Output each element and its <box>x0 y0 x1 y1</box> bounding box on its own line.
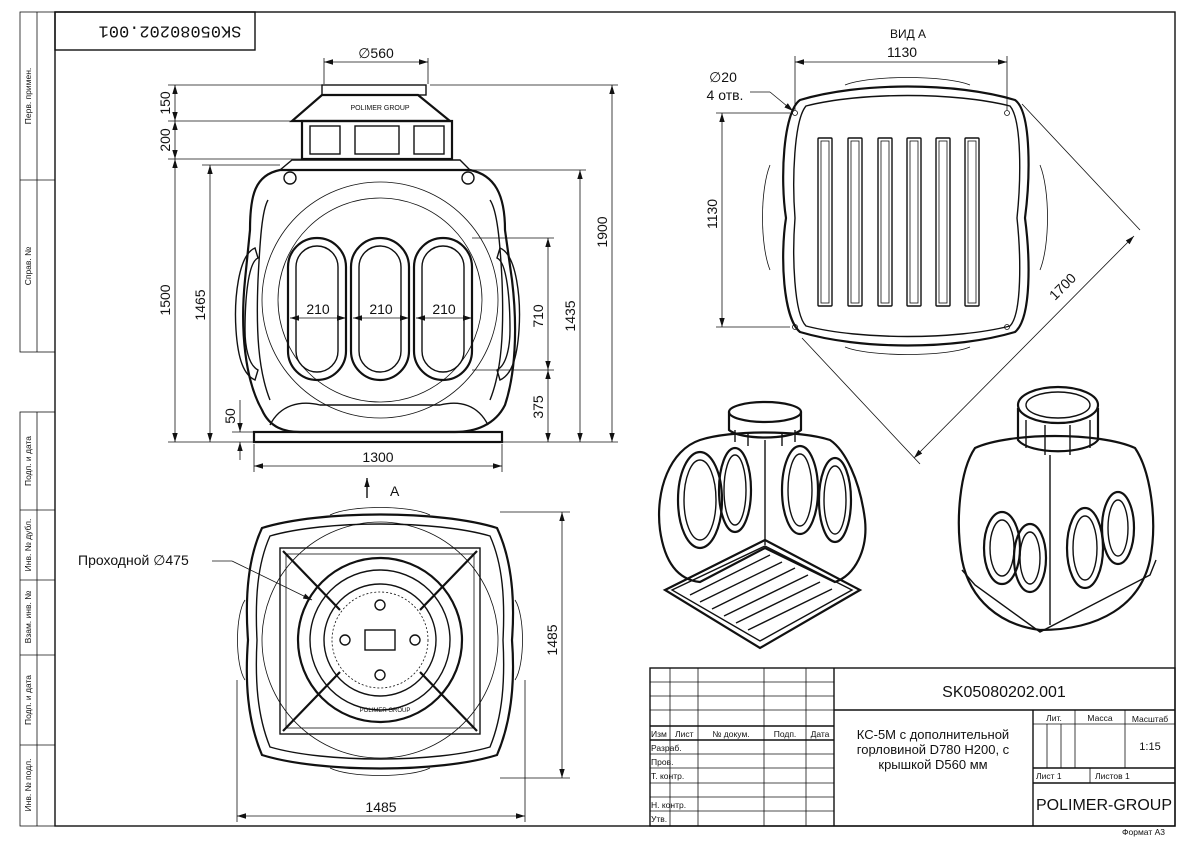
row-tkontr: Т. контр. <box>651 771 684 781</box>
margin-label: Справ. № <box>23 247 33 286</box>
dim-h1465: 1465 <box>192 289 208 320</box>
product-name-line1: КС-5М с дополнительной <box>857 727 1009 742</box>
dim-h710: 710 <box>530 304 546 328</box>
holes-count: 4 отв. <box>707 87 744 103</box>
dim-top-w1485: 1485 <box>365 799 396 815</box>
row-prov: Пров. <box>651 757 673 767</box>
dim-w1300: 1300 <box>362 449 393 465</box>
dim-h1900: 1900 <box>594 216 610 247</box>
top-view-dimensions: Проходной ∅475 1485 1485 <box>78 511 570 822</box>
dim-h1435: 1435 <box>562 300 578 331</box>
view-a-title: ВИД А <box>890 27 926 41</box>
header-code-text: SK05080202.001 <box>99 21 242 40</box>
top-logo: POLIMER GROUP <box>360 708 411 714</box>
front-view: POLIMER GROUP <box>234 84 521 444</box>
margin-label: Инв. № подл. <box>23 759 33 812</box>
product-name-line2: горловиной D780 H200, с <box>857 742 1010 757</box>
col-list: Лист <box>675 729 694 739</box>
holes-diameter: ∅20 <box>709 69 737 85</box>
left-margin-table: Перв. примен. Справ. № Подп. и дата Инв.… <box>19 11 56 827</box>
col-date: Дата <box>811 729 830 739</box>
row-nkontr: Н. контр. <box>651 800 686 810</box>
front-logo: POLIMER GROUP <box>350 105 409 112</box>
iso-view-2 <box>957 385 1157 633</box>
row-razrab: Разраб. <box>651 743 682 753</box>
margin-label: Подп. и дата <box>23 675 33 725</box>
view-arrow-label: A <box>390 483 400 499</box>
scale-value: 1:15 <box>1139 741 1160 753</box>
title-doc-code: SK05080202.001 <box>942 684 1066 701</box>
top-view: A POLIMER GROUP <box>237 478 523 776</box>
front-view-dimensions: ∅560 150 200 1500 1465 50 1900 1435 <box>157 45 618 472</box>
dim-h1500: 1500 <box>157 284 173 315</box>
scale-label: Масштаб <box>1132 714 1168 724</box>
col-sign: Подп. <box>774 729 797 739</box>
header-code-box: SK05080202.001 <box>54 11 256 51</box>
sheets-total: Листов 1 <box>1095 771 1130 781</box>
dim-h375: 375 <box>530 395 546 419</box>
dim-view-a-h1130: 1130 <box>704 199 720 229</box>
col-izm: Изм <box>651 729 667 739</box>
dim-top-h1485: 1485 <box>544 624 560 655</box>
dim-h50: 50 <box>222 408 238 424</box>
margin-label: Подп. и дата <box>23 436 33 486</box>
col-doc-no: № докум. <box>712 729 749 739</box>
view-a-dimensions: 1130 1130 ∅20 4 отв. 1700 <box>704 44 1141 465</box>
lit-label: Лит. <box>1046 713 1062 723</box>
dim-view-a-w1130: 1130 <box>887 44 917 60</box>
dim-h200: 200 <box>157 128 173 152</box>
margin-label: Взам. инв. № <box>23 591 33 644</box>
passage-label: Проходной ∅475 <box>78 552 189 568</box>
margin-label: Инв. № дубл. <box>23 519 33 572</box>
title-block: SK05080202.001 Изм Лист № докум. Подп. Д… <box>649 667 1176 827</box>
mass-label: Масса <box>1087 713 1112 723</box>
view-a: ВИД А <box>762 27 1048 355</box>
company-name: POLIMER-GROUP <box>1036 797 1172 814</box>
format-label: Формат А3 <box>1122 827 1165 837</box>
margin-label: Перв. примен. <box>23 68 33 125</box>
dim-w210-c: 210 <box>432 301 456 317</box>
dim-view-a-diag: 1700 <box>1046 270 1079 303</box>
dim-w210-b: 210 <box>369 301 393 317</box>
iso-view-1 <box>658 400 867 650</box>
dim-top-diameter: ∅560 <box>358 45 394 61</box>
dim-w210-a: 210 <box>306 301 330 317</box>
sheet-number: Лист 1 <box>1036 771 1062 781</box>
row-utv: Утв. <box>651 814 667 824</box>
dim-h150: 150 <box>157 91 173 115</box>
product-name-line3: крышкой D560 мм <box>878 757 987 772</box>
